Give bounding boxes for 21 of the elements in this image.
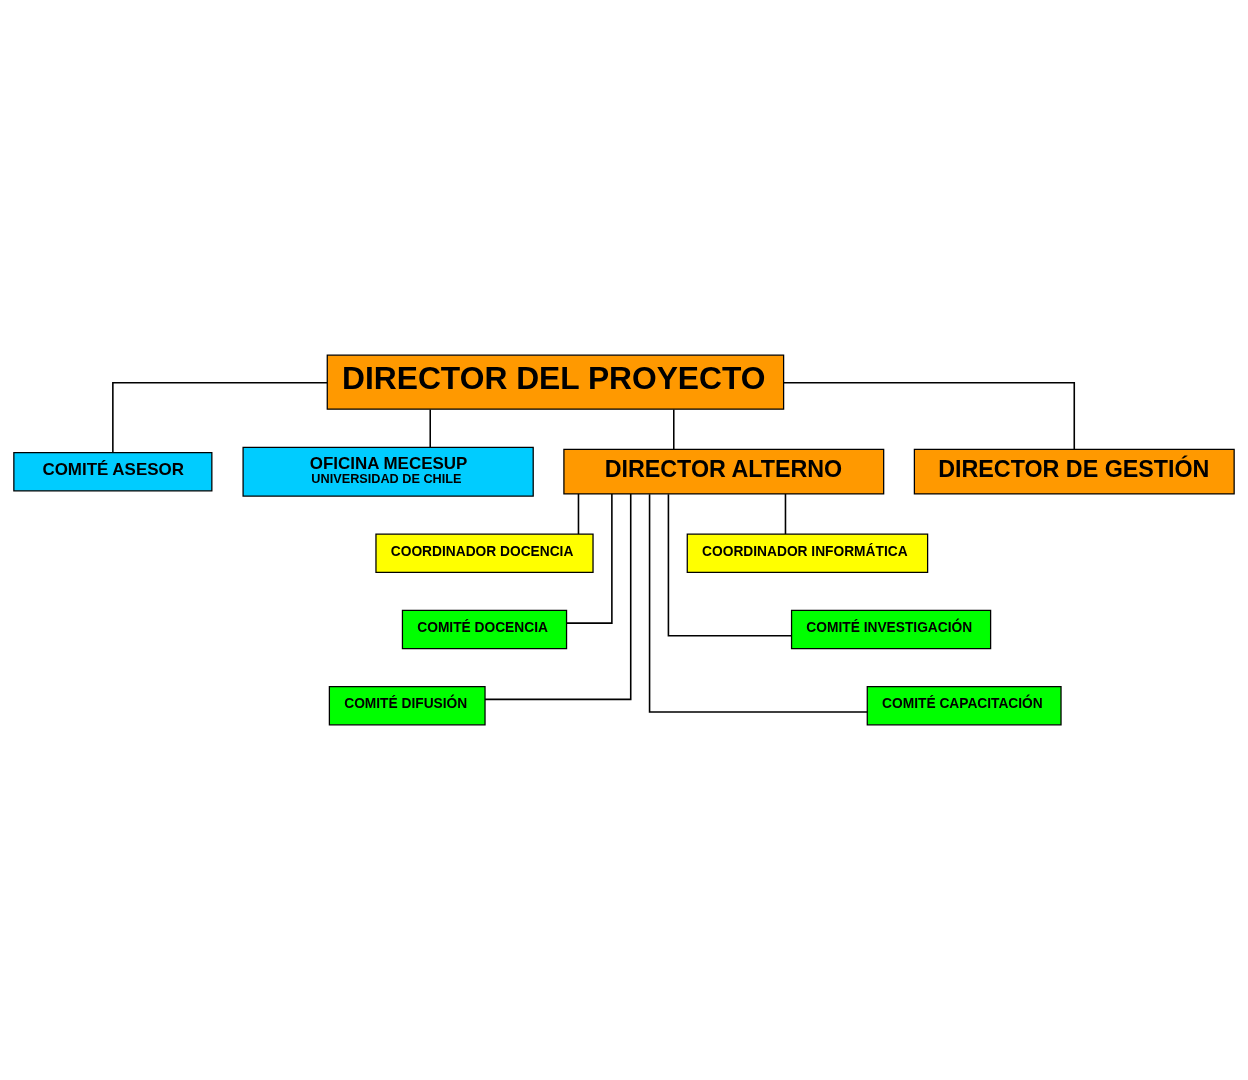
node-box: COORDINADOR DOCENCIA [375,533,594,573]
connector [565,493,613,624]
connector [667,493,793,637]
node-box: COMITÉ DIFUSIÓN [328,686,486,726]
node-box: COMITÉ ASESOR [13,452,213,492]
node-box: COMITÉ DOCENCIA [401,609,568,650]
node-box: OFICINA MECESUP UNIVERSIDAD DE CHILE [242,446,534,497]
node-box: DIRECTOR DE GESTIÓN [913,448,1235,495]
connector [672,408,675,451]
connector [429,408,432,449]
node-box: DIRECTOR DEL PROYECTO [326,354,785,410]
node-box: COORDINADOR INFORMÁTICA [686,533,929,573]
node-box: DIRECTOR ALTERNO [563,448,885,495]
connector [784,493,787,535]
node-box: COMITÉ CAPACITACIÓN [866,686,1062,726]
connector [648,493,868,713]
connector [484,493,632,701]
connector [782,381,1076,451]
connector [112,381,328,454]
connector [577,493,580,535]
node-box: COMITÉ INVESTIGACIÓN [790,609,992,650]
